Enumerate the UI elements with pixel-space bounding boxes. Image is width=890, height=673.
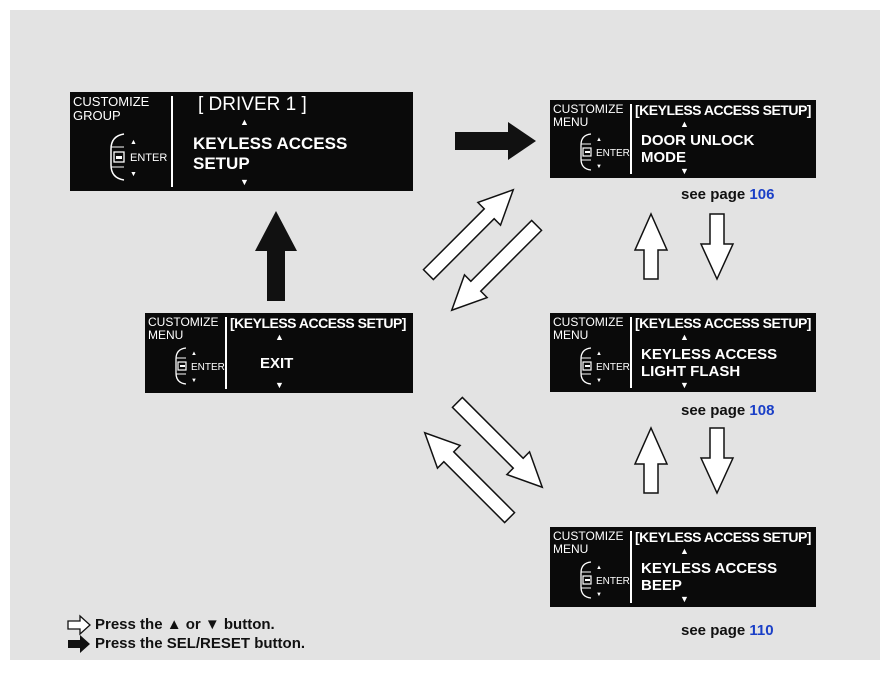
enter-label: ENTER xyxy=(596,362,630,373)
selector-knob-icon xyxy=(580,133,592,171)
knob-up-icon: ▲ xyxy=(596,137,602,143)
selector-knob-icon xyxy=(175,347,187,385)
knob-down-icon: ▼ xyxy=(596,378,602,384)
page-number-link[interactable]: 108 xyxy=(749,402,775,419)
screen-light-flash: CUSTOMIZE MENU ▲ ENTER ▼ [KEYLESS ACCESS… xyxy=(550,313,816,392)
up-arrow-icon: ▲ xyxy=(680,332,689,342)
page-number-link[interactable]: 110 xyxy=(749,622,774,639)
item-line2: MODE xyxy=(641,149,686,166)
outline-arrow-diagonal-down-icon xyxy=(451,396,544,489)
label-line2: MENU xyxy=(148,328,184,342)
outline-arrow-up-icon xyxy=(633,212,669,280)
up-arrow-icon: ▲ xyxy=(275,332,284,342)
see-page-prefix: see page xyxy=(681,622,746,639)
label-line2: GROUP xyxy=(73,108,121,123)
item-line2: LIGHT FLASH xyxy=(641,363,741,380)
selector-knob-icon xyxy=(580,347,592,385)
screen-divider xyxy=(630,531,632,603)
screen-label: CUSTOMIZE MENU xyxy=(553,316,623,342)
item-line1: EXIT xyxy=(260,355,294,372)
screen-door-unlock-mode: CUSTOMIZE MENU ▲ ENTER ▼ [KEYLESS ACCESS… xyxy=(550,100,816,178)
knob-up-icon: ▲ xyxy=(191,351,197,357)
item-line1: DOOR UNLOCK xyxy=(641,132,755,149)
item-line1: KEYLESS ACCESS xyxy=(641,560,778,577)
up-arrow-icon: ▲ xyxy=(680,119,689,129)
menu-item: EXIT xyxy=(260,355,293,372)
legend-outline-arrow-icon xyxy=(67,614,91,636)
screen-label: CUSTOMIZE MENU xyxy=(553,103,623,129)
see-page-110: see page 110 xyxy=(681,622,774,639)
knob-down-icon: ▼ xyxy=(596,592,602,598)
knob-up-icon: ▲ xyxy=(596,565,602,571)
screen-label: CUSTOMIZE MENU xyxy=(553,530,623,556)
label-line1: CUSTOMIZE xyxy=(553,315,624,329)
menu-item: DOOR UNLOCK MODE xyxy=(641,132,754,166)
screen-driver1: CUSTOMIZE GROUP ▲ ENTER ▼ [ DRIVER 1 ] ▲… xyxy=(70,92,413,191)
screen-divider xyxy=(630,104,632,174)
label-line1: CUSTOMIZE xyxy=(148,315,219,329)
item-line1: KEYLESS ACCESS xyxy=(193,134,348,153)
label-line1: CUSTOMIZE xyxy=(553,529,624,543)
down-arrow-icon: ▼ xyxy=(240,177,249,187)
solid-arrow-right-icon xyxy=(455,122,536,160)
up-arrow-icon: ▲ xyxy=(240,117,249,127)
screen-header: [KEYLESS ACCESS SETUP] xyxy=(635,102,811,118)
down-arrow-icon: ▼ xyxy=(680,594,689,604)
knob-down-icon: ▼ xyxy=(130,171,137,178)
screen-header: [ DRIVER 1 ] xyxy=(198,94,307,115)
knob-down-icon: ▼ xyxy=(596,164,602,170)
screen-divider xyxy=(630,317,632,388)
legend-solid-arrow-icon xyxy=(68,635,90,653)
screen-label: CUSTOMIZE GROUP xyxy=(73,95,149,123)
screen-beep: CUSTOMIZE MENU ▲ ENTER ▼ [KEYLESS ACCESS… xyxy=(550,527,816,607)
enter-label: ENTER xyxy=(596,148,630,159)
item-line2: BEEP xyxy=(641,577,682,594)
page-number-link[interactable]: 106 xyxy=(749,186,775,203)
down-arrow-icon: ▼ xyxy=(275,380,284,390)
menu-item: KEYLESS ACCESS LIGHT FLASH xyxy=(641,346,777,380)
screen-exit: CUSTOMIZE MENU ▲ ENTER ▼ [KEYLESS ACCESS… xyxy=(145,313,413,393)
enter-label: ENTER xyxy=(191,362,225,373)
enter-label: ENTER xyxy=(596,576,630,587)
menu-item: KEYLESS ACCESS SETUP xyxy=(193,134,347,174)
label-line2: MENU xyxy=(553,328,589,342)
screen-header: [KEYLESS ACCESS SETUP] xyxy=(230,315,406,331)
item-line2: SETUP xyxy=(193,154,250,173)
outline-arrow-diagonal-up-icon xyxy=(423,431,516,524)
screen-header: [KEYLESS ACCESS SETUP] xyxy=(635,315,811,331)
screen-divider xyxy=(171,96,173,187)
see-page-prefix: see page xyxy=(681,186,746,203)
selector-knob-icon xyxy=(580,561,592,599)
screen-divider xyxy=(225,317,227,389)
enter-label: ENTER xyxy=(130,152,168,164)
outline-arrow-down-icon xyxy=(699,427,735,495)
label-line1: CUSTOMIZE xyxy=(73,94,150,109)
menu-item: KEYLESS ACCESS BEEP xyxy=(641,560,777,594)
label-line2: MENU xyxy=(553,542,589,556)
see-page-prefix: see page xyxy=(681,402,746,419)
see-page-108: see page 108 xyxy=(681,402,774,419)
selector-knob-icon xyxy=(110,133,125,181)
screen-header: [KEYLESS ACCESS SETUP] xyxy=(635,529,811,545)
down-arrow-icon: ▼ xyxy=(680,166,689,176)
down-arrow-icon: ▼ xyxy=(680,380,689,390)
knob-down-icon: ▼ xyxy=(191,378,197,384)
outline-arrow-diagonal-up-icon xyxy=(422,188,515,281)
legend-solid-arrow-text: Press the SEL/RESET button. xyxy=(95,635,306,652)
outline-arrow-up-icon xyxy=(633,426,669,494)
item-line1: KEYLESS ACCESS xyxy=(641,346,778,363)
solid-arrow-up-icon xyxy=(255,211,297,301)
legend-outline-arrow-text: Press the ▲ or ▼ button. xyxy=(95,616,275,633)
screen-label: CUSTOMIZE MENU xyxy=(148,316,218,342)
label-line1: CUSTOMIZE xyxy=(553,102,624,116)
outline-arrow-down-icon xyxy=(699,213,735,281)
knob-up-icon: ▲ xyxy=(596,351,602,357)
up-arrow-icon: ▲ xyxy=(680,546,689,556)
outline-arrow-diagonal-down-icon xyxy=(450,219,543,312)
knob-up-icon: ▲ xyxy=(130,139,137,146)
see-page-106: see page 106 xyxy=(681,186,774,203)
label-line2: MENU xyxy=(553,115,589,129)
